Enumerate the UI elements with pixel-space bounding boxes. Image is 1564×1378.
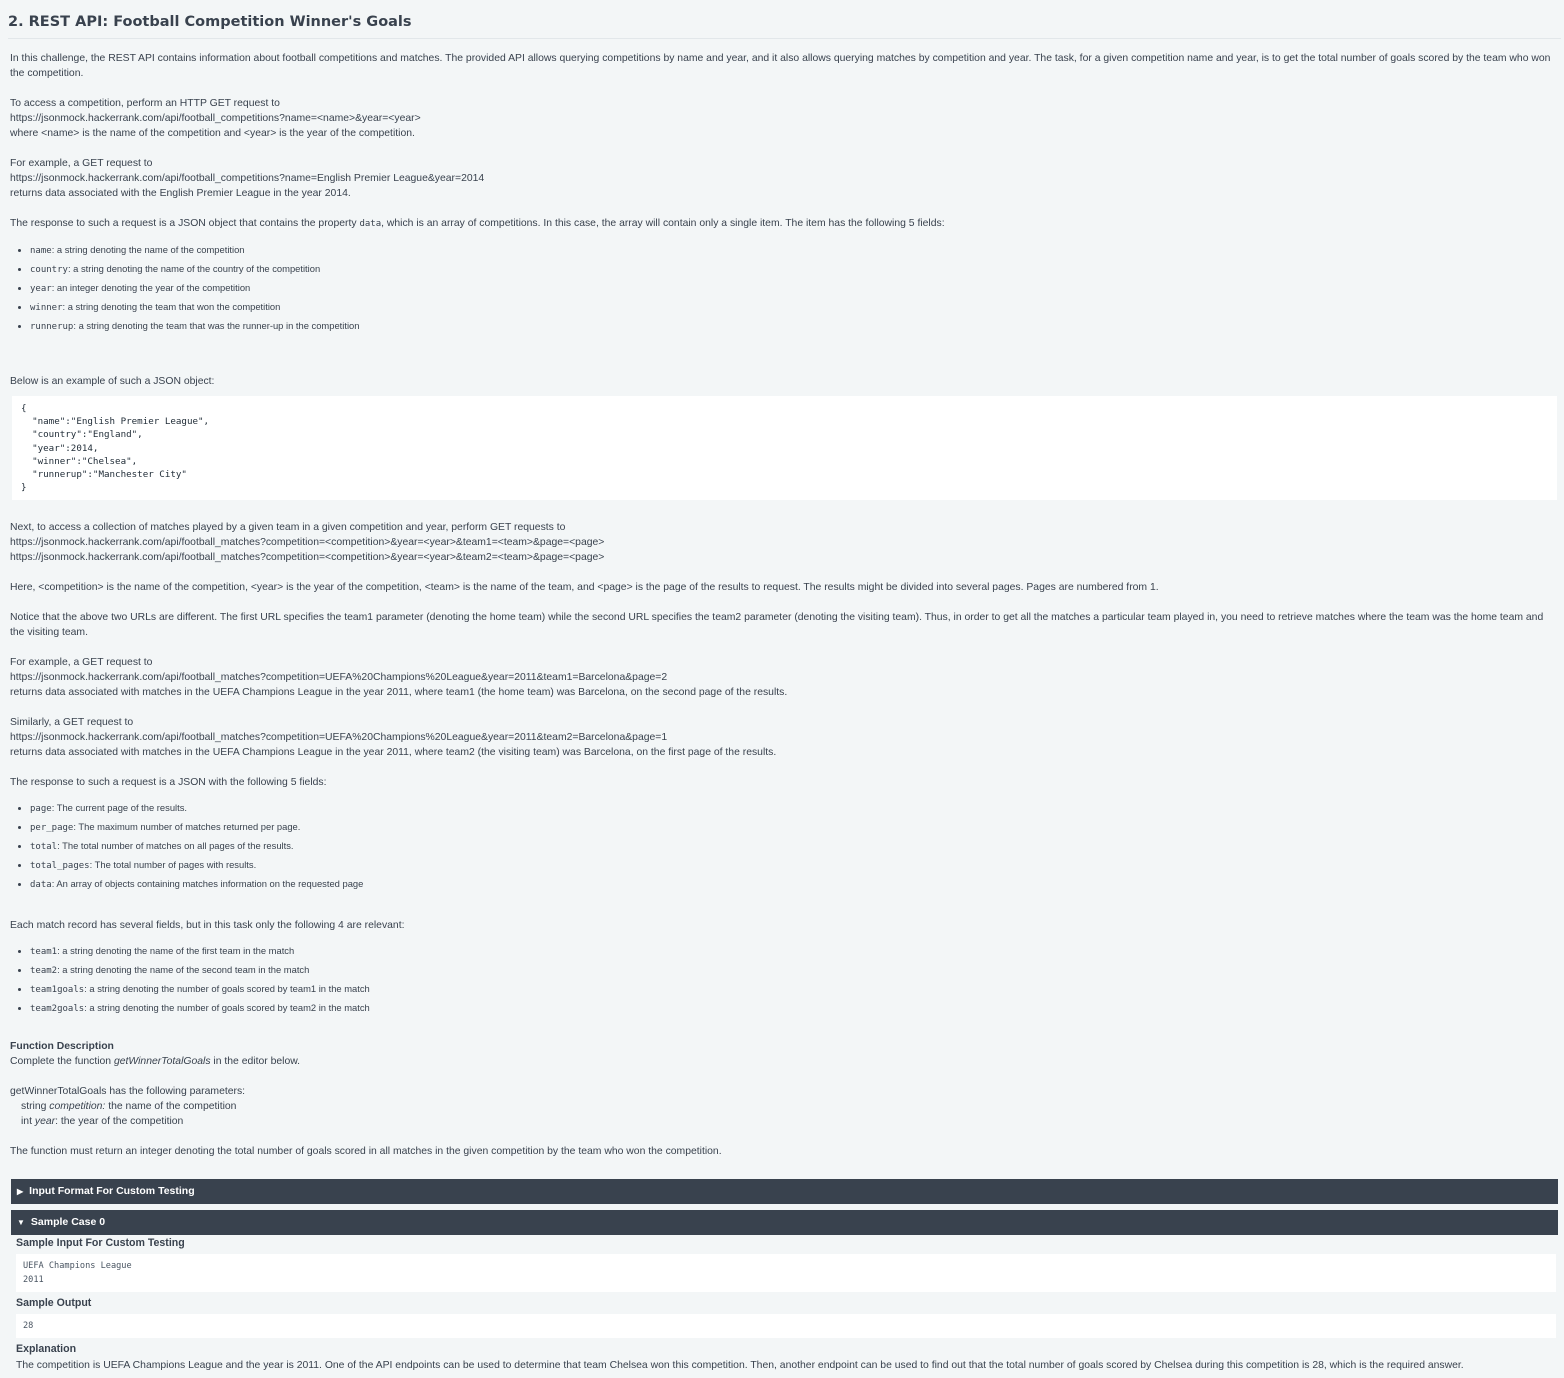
input-format-toggle[interactable]: ▶Input Format For Custom Testing (11, 1179, 1558, 1205)
explanation-text: The competition is UEFA Champions League… (16, 1360, 1464, 1372)
example-desc: returns data associated with the English… (10, 188, 351, 199)
access-line: To access a competition, perform an HTTP… (10, 98, 280, 109)
list-item: per_page: The maximum number of matches … (30, 818, 1557, 837)
example-line: For example, a GET request to (10, 158, 153, 169)
example3-url: https://jsonmock.hackerrank.com/api/foot… (10, 732, 668, 744)
matches-url-team1: https://jsonmock.hackerrank.com/api/foot… (10, 537, 605, 549)
param-year: int year: the year of the competition (21, 1116, 184, 1128)
list-item: country: a string denoting the name of t… (30, 260, 1557, 279)
page-fields-list: page: The current page of the results. p… (10, 799, 1557, 894)
list-item: team2goals: a string denoting the number… (30, 999, 1557, 1018)
access-url: https://jsonmock.hackerrank.com/api/foot… (10, 113, 421, 124)
example-url: https://jsonmock.hackerrank.com/api/foot… (10, 173, 485, 184)
function-description-heading: Function Description (10, 1041, 114, 1053)
list-item: team1: a string denoting the name of the… (30, 942, 1557, 961)
list-item: page: The current page of the results. (30, 799, 1557, 818)
here-text: Here, <competition> is the name of the c… (10, 582, 1159, 594)
example2-url: https://jsonmock.hackerrank.com/api/foot… (10, 672, 668, 684)
json-code-block: { "name":"English Premier League", "coun… (12, 396, 1557, 501)
list-item: runnerup: a string denoting the team tha… (30, 317, 1557, 336)
response2-intro: The response to such a request is a JSON… (10, 777, 327, 789)
sample-output-box: 28 (16, 1314, 1556, 1339)
list-item: total_pages: The total number of pages w… (30, 856, 1557, 875)
page-title: 2. REST API: Football Competition Winner… (8, 0, 1561, 39)
match-fields-list: team1: a string denoting the name of the… (10, 942, 1557, 1018)
matches-line: Next, to access a collection of matches … (10, 522, 566, 534)
explanation-heading: Explanation (16, 1343, 77, 1356)
list-item: team2: a string denoting the name of the… (30, 961, 1557, 980)
list-item: name: a string denoting the name of the … (30, 241, 1557, 260)
matches-url-team2: https://jsonmock.hackerrank.com/api/foot… (10, 552, 605, 564)
response-text: The response to such a request is a JSON… (10, 218, 945, 229)
list-item: total: The total number of matches on al… (30, 837, 1557, 856)
sample-case-toggle[interactable]: ▼Sample Case 0 (11, 1210, 1558, 1236)
json-intro: Below is an example of such a JSON objec… (10, 376, 215, 387)
data-code: data (359, 219, 382, 229)
caret-down-icon: ▼ (17, 1218, 25, 1228)
list-item: data: An array of objects containing mat… (30, 875, 1557, 894)
sample-case-panel: Sample Input For Custom Testing UEFA Cha… (10, 1235, 1557, 1373)
list-item: year: an integer denoting the year of th… (30, 279, 1557, 298)
params-intro: getWinnerTotalGoals has the following pa… (10, 1086, 246, 1098)
example2-line: For example, a GET request to (10, 657, 153, 669)
example3-desc: returns data associated with matches in … (10, 747, 777, 759)
access-desc: where <name> is the name of the competit… (10, 128, 415, 139)
list-item: team1goals: a string denoting the number… (30, 980, 1557, 999)
intro-text: In this challenge, the REST API contains… (10, 53, 1551, 79)
list-item: winner: a string denoting the team that … (30, 298, 1557, 317)
sample-input-heading: Sample Input For Custom Testing (16, 1237, 185, 1250)
example3-line: Similarly, a GET request to (10, 717, 134, 729)
caret-right-icon: ▶ (17, 1187, 24, 1197)
param-competition: string competition: the name of the comp… (21, 1101, 237, 1113)
return-text: The function must return an integer deno… (10, 1146, 722, 1158)
notice-text: Notice that the above two URLs are diffe… (10, 612, 1544, 639)
sample-output-heading: Sample Output (16, 1297, 92, 1310)
function-complete-text: Complete the function getWinnerTotalGoal… (10, 1056, 301, 1068)
example2-desc: returns data associated with matches in … (10, 687, 788, 699)
competition-fields-list: name: a string denoting the name of the … (10, 241, 1557, 336)
sample-input-box: UEFA Champions League 2011 (16, 1254, 1556, 1293)
function-name: getWinnerTotalGoals (113, 1056, 211, 1068)
match-intro: Each match record has several fields, bu… (10, 920, 405, 932)
